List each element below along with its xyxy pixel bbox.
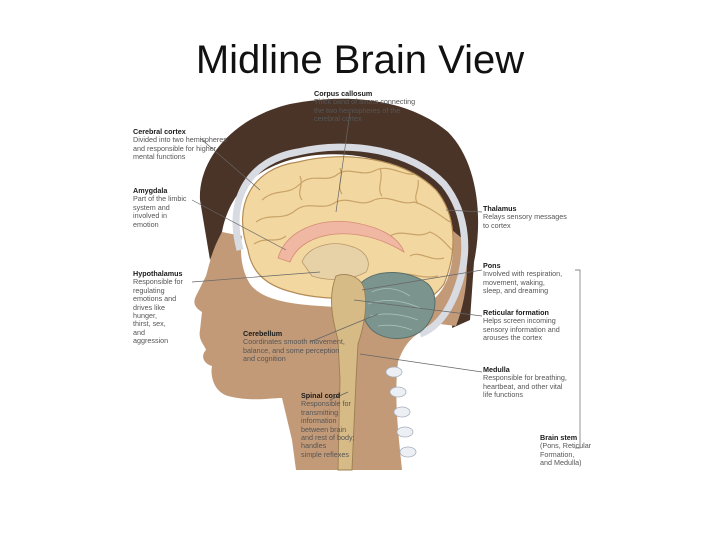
label-desc: Responsible for transmitting information… [301, 399, 355, 459]
label-heading: Brain stem [540, 433, 578, 442]
head-skin-shape [194, 230, 467, 470]
label-desc: Responsible for regulating emotions and … [133, 277, 183, 346]
label-desc: (Pons, Reticular Formation, and Medulla) [540, 441, 592, 468]
label-thalamus: Thalamus Relays sensory messages to cort… [483, 204, 583, 230]
label-cerebellum: Cerebellum Coordinates smooth movement, … [243, 329, 359, 364]
vertebrae [385, 366, 417, 458]
label-desc: Coordinates smooth movement, balance, an… [243, 337, 345, 364]
label-hypothalamus: Hypothalamus Responsible for regulating … [133, 269, 199, 346]
label-heading: Hypothalamus [133, 269, 183, 278]
label-desc: Relays sensory messages to cortex [483, 212, 567, 230]
label-desc: Part of the limbic system and involved i… [133, 194, 187, 229]
label-heading: Cerebellum [243, 329, 283, 338]
label-spinal-cord: Spinal cord Responsible for transmitting… [301, 391, 371, 459]
label-desc: Thick band of axons connecting the two h… [314, 97, 416, 124]
label-heading: Thalamus [483, 204, 517, 213]
label-heading: Spinal cord [301, 391, 341, 400]
label-desc: Responsible for breathing, heartbeat, an… [483, 373, 567, 400]
label-medulla: Medulla Responsible for breathing, heart… [483, 365, 577, 400]
label-pons: Pons Involved with respiration, movement… [483, 261, 577, 296]
label-corpus-callosum: Corpus callosum Thick band of axons conn… [314, 89, 426, 124]
skull-outline [232, 143, 469, 338]
label-heading: Corpus callosum [314, 89, 373, 98]
label-heading: Medulla [483, 365, 510, 374]
brainstem-shape [331, 274, 367, 471]
label-amygdala: Amygdala Part of the limbic system and i… [133, 186, 197, 229]
corpus-callosum-shape [277, 220, 405, 263]
leader-lines [191, 111, 581, 449]
cerebellum-folia [367, 288, 421, 331]
hair-shape [199, 98, 479, 328]
label-reticular-formation: Reticular formation Helps screen incomin… [483, 308, 577, 343]
label-heading: Pons [483, 261, 501, 270]
slide-title: Midline Brain View [195, 38, 525, 82]
label-cerebral-cortex: Cerebral cortex Divided into two hemisph… [133, 127, 237, 162]
label-heading: Cerebral cortex [133, 127, 186, 136]
label-desc: Helps screen incoming sensory informatio… [483, 316, 560, 343]
label-brain-stem: Brain stem (Pons, Reticular Formation, a… [540, 433, 604, 468]
label-desc: Involved with respiration, movement, wak… [483, 269, 563, 296]
label-heading: Reticular formation [483, 308, 549, 317]
label-heading: Amygdala [133, 186, 168, 195]
label-desc: Divided into two hemispheres and respons… [133, 135, 227, 162]
